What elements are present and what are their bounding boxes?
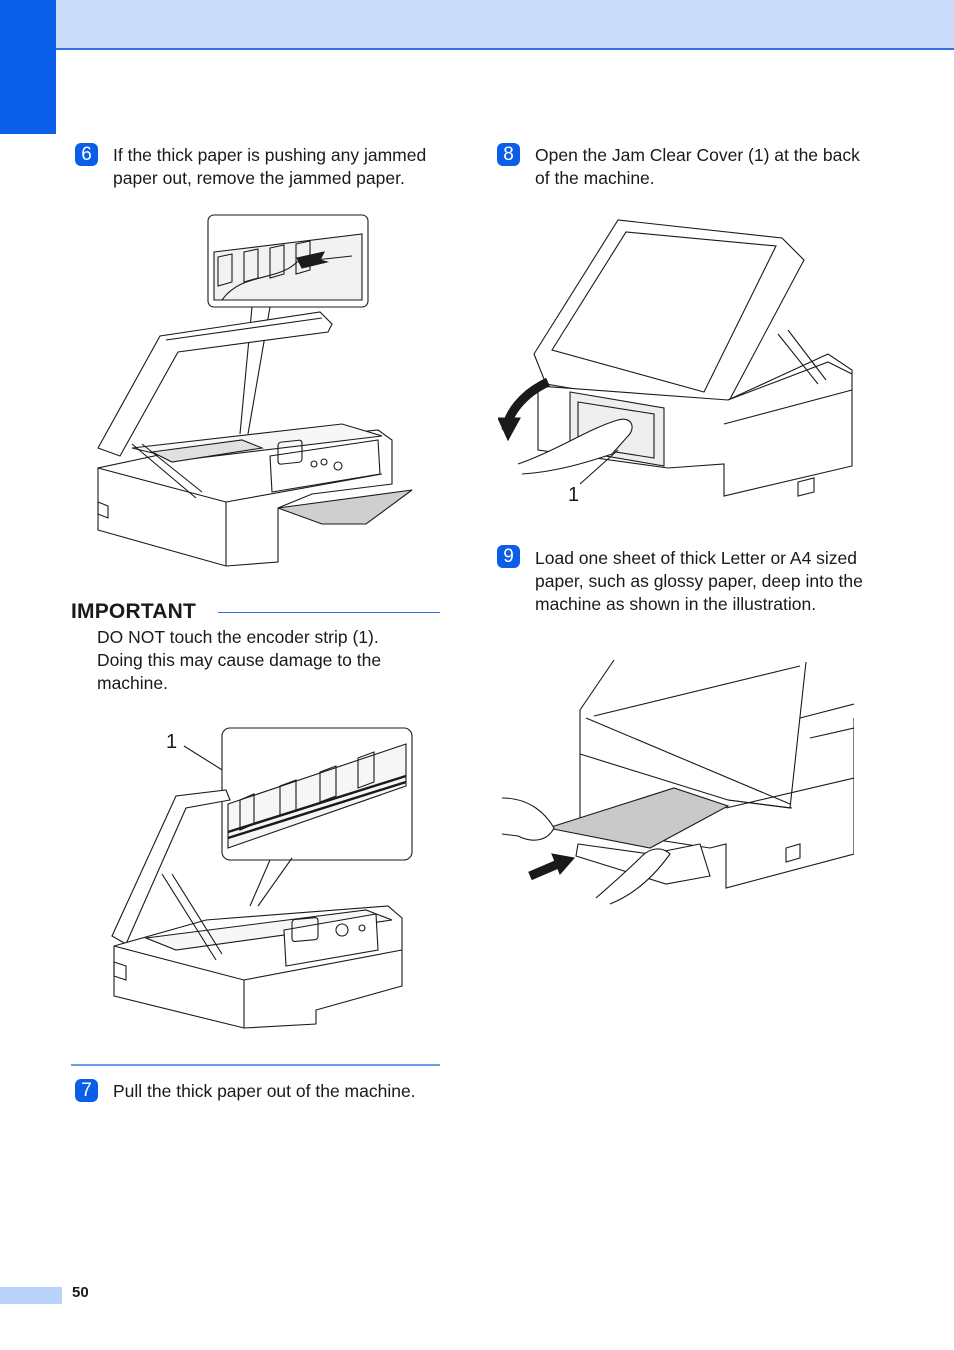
jam-clear-cover-callout-number: 1	[568, 484, 579, 506]
open-jam-clear-cover-illustration: 1	[498, 214, 854, 514]
important-rule	[218, 612, 440, 613]
section-divider	[71, 1064, 440, 1066]
load-thick-paper-illustration	[500, 658, 854, 908]
page-number: 50	[72, 1284, 89, 1301]
printer-remove-jammed-paper-illustration	[92, 212, 422, 572]
step-9-text: Load one sheet of thick Letter or A4 siz…	[535, 548, 863, 614]
step-6-text: If the thick paper is pushing any jammed…	[113, 145, 427, 188]
step-8-badge: 8	[497, 143, 520, 166]
footer-tab	[0, 1287, 62, 1304]
encoder-strip-callout-number: 1	[166, 731, 177, 753]
step-8-text: Open the Jam Clear Cover (1) at the back…	[535, 145, 860, 188]
header-band	[0, 0, 954, 50]
step-7-badge: 7	[75, 1079, 98, 1102]
step-6-badge: 6	[75, 143, 98, 166]
step-7-text: Pull the thick paper out of the machine.	[113, 1081, 416, 1101]
important-heading: IMPORTANT	[71, 600, 197, 623]
encoder-strip-illustration: 1	[106, 724, 416, 1034]
chapter-side-tab	[0, 0, 56, 134]
important-text: DO NOT touch the encoder strip (1). Doin…	[97, 627, 382, 693]
step-9-badge: 9	[497, 545, 520, 568]
